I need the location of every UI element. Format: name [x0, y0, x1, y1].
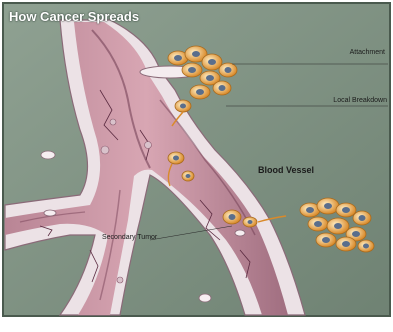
- label-secondary-tumor: Secondary Tumor: [102, 234, 157, 241]
- diagram-title: How Cancer Spreads: [9, 10, 139, 23]
- label-blood-vessel: Blood Vessel: [258, 166, 314, 175]
- label-attachment: Attachment: [350, 49, 385, 56]
- label-local-breakdown: Local Breakdown: [333, 97, 387, 104]
